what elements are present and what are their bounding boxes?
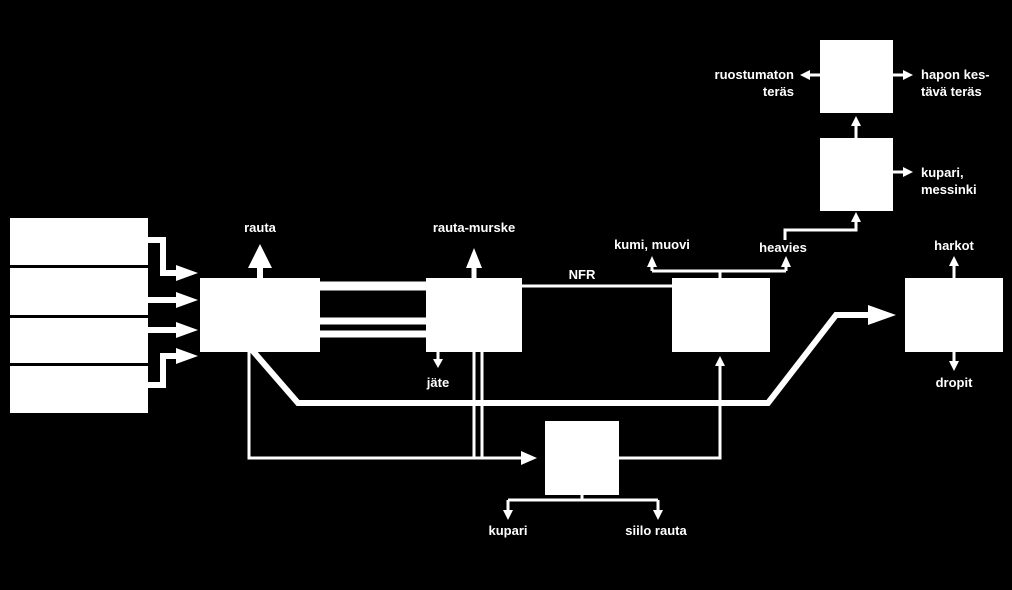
input-connectors: [148, 237, 178, 388]
label-harkot: harkot: [934, 238, 974, 253]
kumi-arrowhead: [647, 256, 657, 267]
box2-arrowhead: [851, 116, 861, 126]
label-dropit: dropit: [935, 375, 973, 390]
input-box-1: [10, 218, 148, 265]
label-hapon-kestava-2: tävä teräs: [921, 84, 982, 99]
label-kupari-messinki: kupari,: [921, 165, 964, 180]
heavies-line: [783, 220, 858, 240]
dropit-arrowhead: [949, 361, 959, 371]
melting-line: [249, 312, 872, 406]
harkot-arrowhead: [949, 256, 959, 266]
label-heavies: heavies: [759, 240, 807, 255]
crusher-to-bottom-lines: [472, 352, 484, 458]
rauta-murske-arrowhead: [466, 248, 482, 268]
bottom-to-separator-arrowhead: [715, 356, 725, 366]
separator-box: [672, 278, 770, 352]
input-arrowheads: [176, 265, 198, 364]
hapon-arrowhead: [903, 70, 913, 80]
main-shredder-box: [200, 278, 320, 352]
label-rauta: rauta: [244, 220, 276, 235]
ruostumaton-arrowhead: [800, 70, 810, 80]
main-to-bottom-line: [247, 350, 523, 460]
siilo-rauta-arrowhead: [653, 510, 663, 520]
label-rauta-murske: rauta-murske: [432, 220, 516, 235]
sorting-box-2: [820, 40, 893, 113]
conveyor-lines: [320, 281, 426, 338]
jate-arrowhead: [433, 359, 443, 368]
bottom-to-separator-line: [619, 365, 722, 460]
kupari-messinki-arrowhead: [903, 167, 913, 177]
label-kupari: kupari: [488, 523, 528, 538]
sorting-box-1: [820, 138, 893, 211]
label-kupari-messinki-2: messinki: [921, 182, 977, 197]
label-siilo-rauta: siilo rauta: [625, 523, 687, 538]
label-nfr: NFR: [568, 267, 596, 282]
input-box-2: [10, 268, 148, 315]
label-ruostumaton-2: teräs: [762, 84, 794, 99]
main-to-bottom-arrowhead: [521, 451, 537, 465]
ingot-box: [905, 278, 1003, 352]
box1-arrowhead: [851, 212, 861, 222]
melting-arrowhead: [868, 305, 896, 325]
heavies-arrowhead: [781, 256, 791, 267]
rauta-arrowhead: [248, 244, 272, 268]
input-box-4: [10, 366, 148, 413]
bottom-outputs-line: [506, 495, 660, 512]
bottom-box: [545, 421, 619, 495]
label-kumi-muovi: kumi, muovi: [614, 237, 690, 252]
label-hapon-kestava: hapon kes-: [921, 67, 990, 82]
label-jate: jäte: [426, 375, 450, 390]
kupari-arrowhead: [503, 510, 513, 520]
input-box-3: [10, 318, 148, 363]
crusher-box: [426, 278, 522, 352]
label-ruostumaton: ruostumaton: [714, 67, 794, 82]
